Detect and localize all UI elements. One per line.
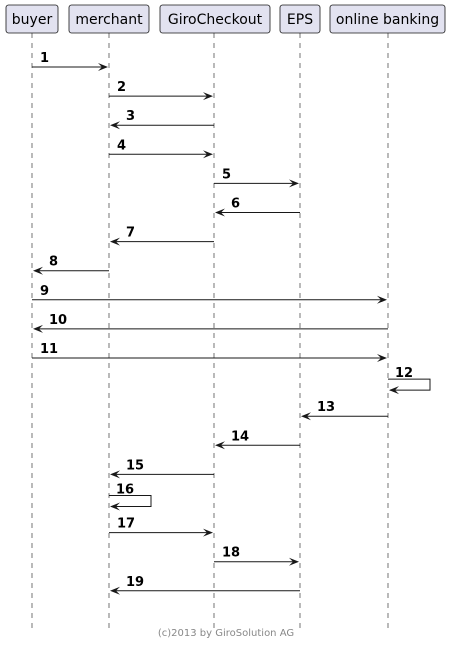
message-number: 1 [40, 51, 49, 66]
message-number: 16 [116, 483, 134, 498]
message-14: 14 [215, 429, 300, 450]
lifelines [31, 33, 389, 632]
message-7: 7 [110, 226, 214, 246]
arrow-head [377, 295, 387, 304]
message-number: 17 [117, 517, 135, 532]
message-number: 12 [395, 366, 413, 381]
message-18: 18 [214, 546, 299, 566]
arrow-head [110, 470, 120, 479]
message-number: 4 [117, 138, 126, 153]
arrow-head [203, 92, 213, 101]
message-number: 6 [231, 197, 240, 212]
arrow-head [289, 557, 299, 566]
message-number: 15 [126, 458, 144, 473]
message-number: 2 [117, 80, 126, 95]
arrow-head [215, 208, 225, 217]
message-number: 14 [231, 429, 249, 444]
participant-box [159, 4, 271, 34]
self-message-line [388, 378, 431, 391]
message-number: 8 [49, 255, 58, 270]
message-number: 19 [126, 575, 144, 590]
participant-online-banking: online banking [329, 4, 446, 34]
arrow-head [289, 179, 299, 188]
participant-label: EPS [287, 12, 313, 28]
arrow-head [110, 121, 120, 130]
participant-label: buyer [12, 12, 53, 28]
message-10: 10 [33, 313, 388, 333]
participants: buyer merchant GiroCheckout EPS online banki… [5, 4, 446, 34]
arrow-head [110, 586, 120, 595]
participant-girocheckout: GiroCheckout [159, 4, 271, 34]
message-number: 3 [126, 109, 135, 124]
message-3: 3 [110, 109, 214, 130]
arrow-head [33, 266, 43, 275]
participant-label: merchant [75, 12, 143, 28]
message-2: 2 [109, 80, 213, 101]
arrow-head [389, 386, 399, 395]
message-1: 1 [32, 51, 108, 71]
arrow-head [33, 324, 43, 333]
message-8: 8 [33, 255, 109, 275]
participant-box [329, 4, 446, 34]
message-11: 11 [32, 342, 387, 362]
arrow-head [110, 237, 120, 246]
message-number: 18 [222, 546, 240, 561]
arrow-head [203, 528, 213, 537]
message-number: 9 [40, 284, 49, 299]
participant-merchant: merchant [68, 4, 150, 34]
message-12: 12 [388, 366, 431, 395]
arrow-head [301, 412, 311, 421]
arrow-head [215, 441, 225, 450]
message-5: 5 [214, 167, 299, 188]
copyright-footer: (c)2013 by GiroSolution AG [158, 628, 294, 639]
message-13: 13 [301, 400, 388, 421]
arrow-head [377, 354, 387, 362]
participant-box [279, 4, 321, 34]
participant-box [68, 4, 150, 34]
arrow-head [98, 63, 108, 71]
participant-buyer: buyer [5, 4, 59, 34]
message-9: 9 [32, 284, 387, 304]
message-4: 4 [109, 138, 213, 159]
participant-eps: EPS [279, 4, 321, 34]
arrow-head [203, 150, 213, 159]
message-6: 6 [215, 197, 300, 217]
participant-box [5, 4, 59, 34]
participant-label: online banking [336, 12, 439, 28]
message-number: 13 [317, 400, 335, 415]
message-number: 10 [49, 313, 67, 328]
message-15: 15 [110, 458, 214, 479]
message-17: 17 [109, 517, 213, 537]
self-message-line [109, 495, 152, 507]
participant-label: GiroCheckout [168, 12, 263, 28]
message-number: 5 [222, 167, 231, 182]
message-16: 16 [109, 483, 152, 511]
message-number: 7 [126, 226, 135, 241]
message-number: 11 [40, 342, 58, 357]
arrow-head [110, 502, 120, 511]
message-19: 19 [110, 575, 300, 595]
